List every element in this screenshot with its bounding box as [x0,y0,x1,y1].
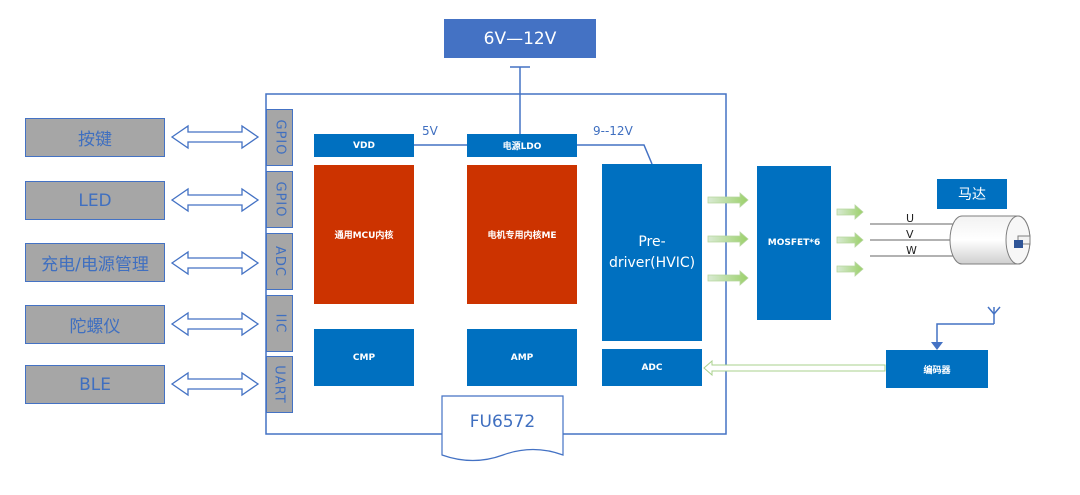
port-label: ADC [272,246,288,277]
motor-core-label: 电机专用内核ME [487,231,557,241]
periph-arrow-3 [170,250,260,276]
port-adc: ADC [266,233,293,290]
chip-name: FU6572 [469,412,536,432]
phase-label-u: U [906,212,915,225]
phase-arrow-1 [836,204,864,220]
supply-label: 6V—12V [483,28,557,49]
phase-arrow-3 [836,261,864,277]
phase-label-w: W [906,244,917,257]
phase-arrow-2 [836,232,864,248]
amp-label: AMP [510,352,534,363]
motor-label-box: 马达 [937,179,1007,209]
vdd-label: VDD [353,140,375,151]
cmp-label: CMP [352,352,376,363]
ldo-label: 电源LDO [502,142,542,152]
port-label: UART [272,365,287,404]
supply-box: 6V—12V [444,19,596,58]
motor-label: 马达 [958,187,986,203]
peripheral-arrows [170,124,260,397]
amp-block: AMP [467,329,577,386]
drive-arrow-1 [707,192,749,208]
mcu-core-block: 通用MCU内核 [314,165,414,304]
port-label: GPIO [272,119,288,156]
port-gpio-2: GPIO [266,171,293,228]
adc-label: ADC [641,362,663,373]
periph-arrow-2 [170,187,260,213]
peripheral-power: 充电/电源管理 [25,243,165,282]
v912-line [577,144,653,165]
periph-arrow-1 [170,124,260,150]
phase-arrows [836,204,864,277]
motor-icon [949,215,1031,265]
port-gpio-1: GPIO [266,109,293,166]
peripheral-gyro: 陀螺仪 [25,305,165,344]
encoder-arrowhead [931,342,943,350]
ldo-block: 电源LDO [467,134,577,157]
peripheral-label: 按键 [78,130,112,150]
encoder-block: 编码器 [886,350,988,388]
peripheral-label: 充电/电源管理 [41,255,149,275]
predriver-block: Pre-driver(HVIC) [602,164,702,341]
v5-label: 5V [422,124,438,138]
peripheral-ble: BLE [25,365,165,404]
drive-arrows [707,192,749,286]
peripheral-label: LED [78,190,112,211]
mcu-core-label: 通用MCU内核 [334,231,394,241]
encoder-label: 编码器 [923,365,951,376]
peripheral-led: LED [25,181,165,220]
drive-arrow-3 [707,270,749,286]
port-iic: IIC [266,295,293,352]
periph-arrow-4 [170,311,260,337]
port-uart: UART [266,356,293,413]
port-label: GPIO [272,181,288,218]
adc-block: ADC [602,349,702,386]
encoder-feedback [936,306,1001,344]
encoder-adc-arrow [703,359,886,377]
v912-label: 9--12V [593,124,633,138]
predriver-label: Pre-driver(HVIC) [608,233,696,271]
drive-arrow-2 [707,231,749,247]
mosfet-block: MOSFET*6 [757,166,831,320]
motor-core-block: 电机专用内核ME [467,165,577,304]
mosfet-label: MOSFET*6 [767,238,821,248]
peripheral-label: BLE [79,374,111,395]
periph-arrow-5 [170,371,260,397]
phase-wires [870,223,956,257]
peripheral-label: 陀螺仪 [69,317,121,337]
cmp-block: CMP [314,329,414,386]
chip-name-shape [441,395,564,462]
port-label: IIC [272,313,287,334]
peripheral-keys: 按键 [25,118,165,157]
phase-label-v: V [906,228,914,241]
vdd-block: VDD [314,134,414,157]
